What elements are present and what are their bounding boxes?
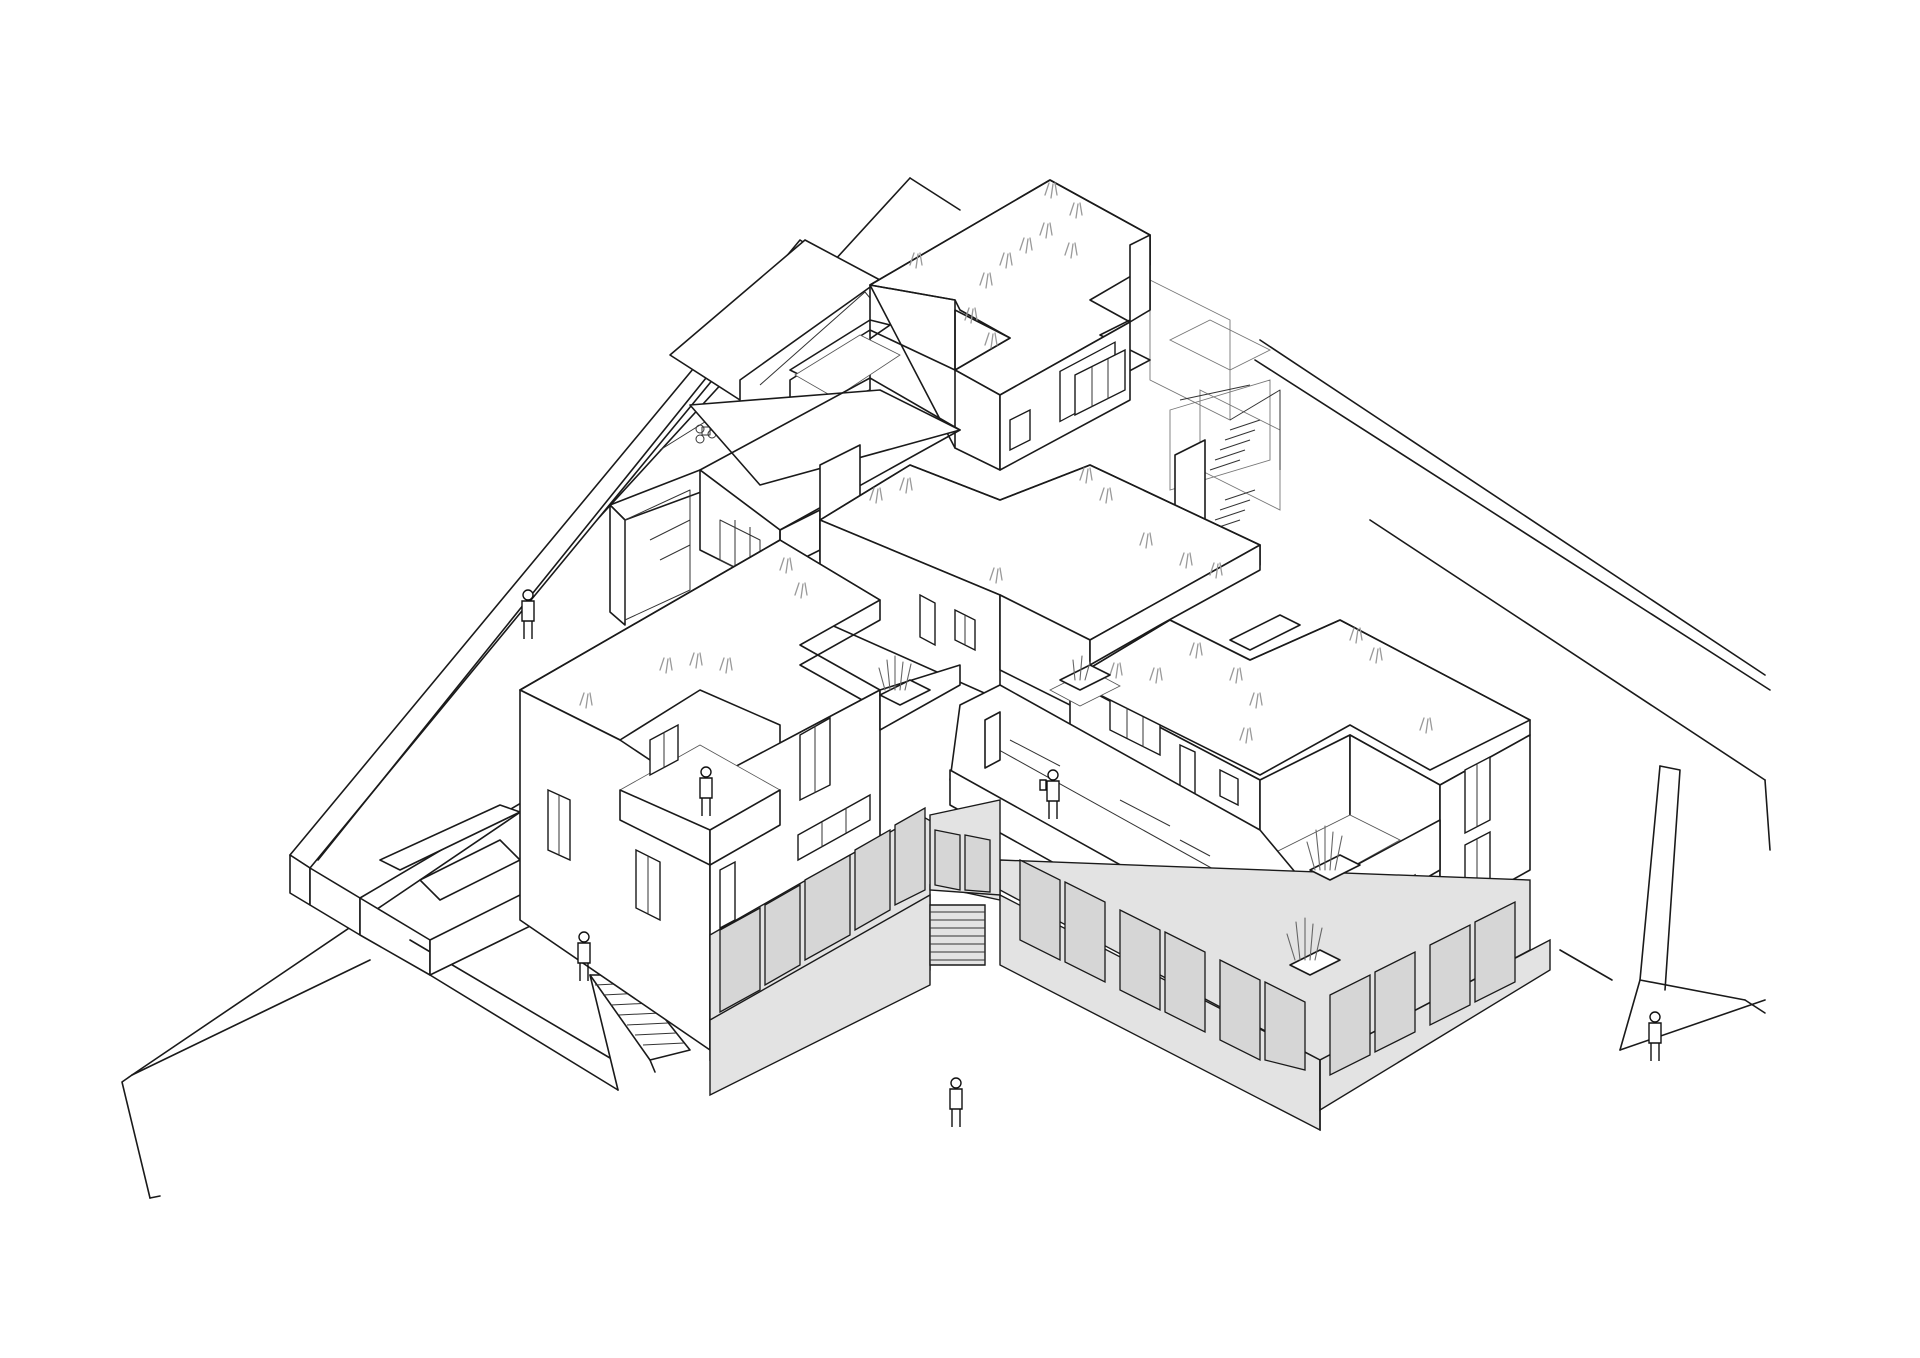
- person-figure-4: [577, 931, 591, 981]
- left-stair: [589, 974, 691, 1091]
- stair-flight: [1209, 419, 1261, 531]
- person-figure-7: [1039, 779, 1047, 791]
- green-roof-planting: [579, 182, 1433, 744]
- person-figure-1: [521, 589, 535, 639]
- shopfront-right: [1019, 858, 1516, 1077]
- planter-3: [1306, 825, 1361, 881]
- human-figures: [521, 589, 1662, 1127]
- planter-1: [878, 655, 931, 706]
- shopfront-left: [719, 806, 991, 1014]
- central-stair: [929, 904, 986, 966]
- planters: [878, 655, 1361, 976]
- person-figure-3: [1046, 769, 1060, 819]
- planter-2: [1059, 655, 1111, 691]
- person-figure-6: [1648, 1011, 1662, 1061]
- rear-stair-tower: [1149, 279, 1281, 536]
- person-figure-2: [699, 766, 713, 816]
- glazed-ground-floor: [709, 799, 1551, 1132]
- planter-4: [1286, 917, 1341, 976]
- person-figure-5: [949, 1077, 963, 1127]
